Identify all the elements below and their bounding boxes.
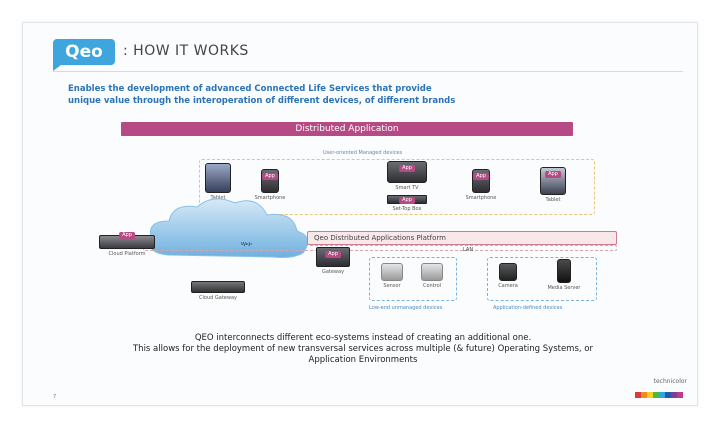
logo-tail (53, 65, 61, 71)
lan-label: LAN (463, 247, 474, 253)
qeo-platform-bar: Qeo Distributed Applications Platform (307, 231, 617, 245)
control-icon (421, 263, 443, 281)
footer-line-2: This allows for the deployment of new tr… (132, 344, 593, 354)
smart-tv-label: Smart TV (395, 185, 419, 191)
cloud-icon (149, 198, 309, 258)
app-badge: App (262, 173, 278, 180)
qeo-logo: Qeo (53, 39, 115, 65)
smartphone-left-label: Smartphone (254, 195, 286, 201)
media-server-label: Media Server (547, 285, 581, 291)
cloud-gateway-icon (191, 281, 245, 293)
set-top-box: App Set-Top Box (385, 195, 429, 212)
app-badge: App (399, 197, 415, 204)
tablet-right-label: Tablet (545, 197, 561, 203)
media-server: Media Server (539, 259, 589, 291)
sensor-label: Sensor (383, 283, 401, 289)
page-number: 7 (53, 394, 57, 400)
tablet-left: Tablet (203, 163, 233, 201)
app-badge: App (473, 173, 489, 180)
smart-tv: App Smart TV (385, 161, 429, 191)
low-end-devices-group (369, 257, 457, 301)
app-badge: App (545, 171, 561, 178)
page-title: : HOW IT WORKS (123, 43, 249, 59)
smartphone-right: App Smartphone (463, 169, 499, 201)
smartphone-right-label: Smartphone (465, 195, 497, 201)
intro-line-2: unique value through the interoperation … (68, 96, 456, 106)
sensor: Sensor (375, 263, 409, 289)
lan-bar (143, 245, 617, 251)
distributed-application-bar: Distributed Application (121, 122, 573, 136)
gateway: App Gateway (313, 247, 353, 275)
upper-devices-group (199, 159, 595, 215)
application-devices-caption: Application-defined devices (493, 305, 563, 311)
control: Control (415, 263, 449, 289)
smartphone-left: App Smartphone (253, 169, 287, 201)
cloud-platform: App Cloud Platform (97, 232, 157, 257)
footer-line-1: QEO interconnects different eco-systems … (194, 333, 532, 343)
tablet-left-icon (205, 163, 231, 193)
sensor-icon (381, 263, 403, 281)
camera: Camera (491, 263, 525, 289)
set-top-box-icon: App (387, 195, 427, 204)
camera-label: Camera (498, 283, 518, 289)
color-bar-icon (635, 392, 683, 398)
control-label: Control (422, 283, 442, 289)
slide: Qeo : HOW IT WORKS Enables the developme… (22, 22, 698, 406)
cloud-gateway-label: Cloud Gateway (199, 295, 237, 301)
tablet-left-label: Tablet (210, 195, 226, 201)
media-server-icon (557, 259, 571, 283)
set-top-box-label: Set-Top Box (392, 206, 422, 212)
gateway-icon: App (316, 247, 350, 267)
cloud-platform-label: Cloud Platform (108, 251, 146, 257)
smartphone-right-icon: App (472, 169, 490, 193)
application-devices-group (487, 257, 597, 301)
app-badge: App (119, 232, 135, 239)
low-end-caption: Low-end unmanaged devices (369, 305, 443, 311)
footer-line-3: Application Environments (308, 355, 418, 365)
cloud-platform-icon: App (99, 232, 155, 249)
cloud-gateway: Cloud Gateway (189, 281, 247, 301)
intro-text: Enables the development of advanced Conn… (68, 83, 588, 107)
app-badge: App (399, 165, 415, 172)
header-divider (53, 71, 683, 72)
upper-devices-label: User-oriented Managed devices (323, 150, 403, 156)
camera-icon (499, 263, 517, 281)
intro-line-1: Enables the development of advanced Conn… (68, 84, 432, 94)
technicolor-logo: technicolor (635, 378, 687, 404)
brand-name: technicolor (653, 378, 687, 385)
smart-tv-icon: App (387, 161, 427, 183)
tablet-right-icon: App (540, 167, 566, 195)
footer-text: QEO interconnects different eco-systems … (63, 333, 663, 366)
tablet-right: App Tablet (537, 167, 569, 203)
smartphone-left-icon: App (261, 169, 279, 193)
app-badge: App (325, 251, 341, 258)
gateway-label: Gateway (321, 269, 345, 275)
